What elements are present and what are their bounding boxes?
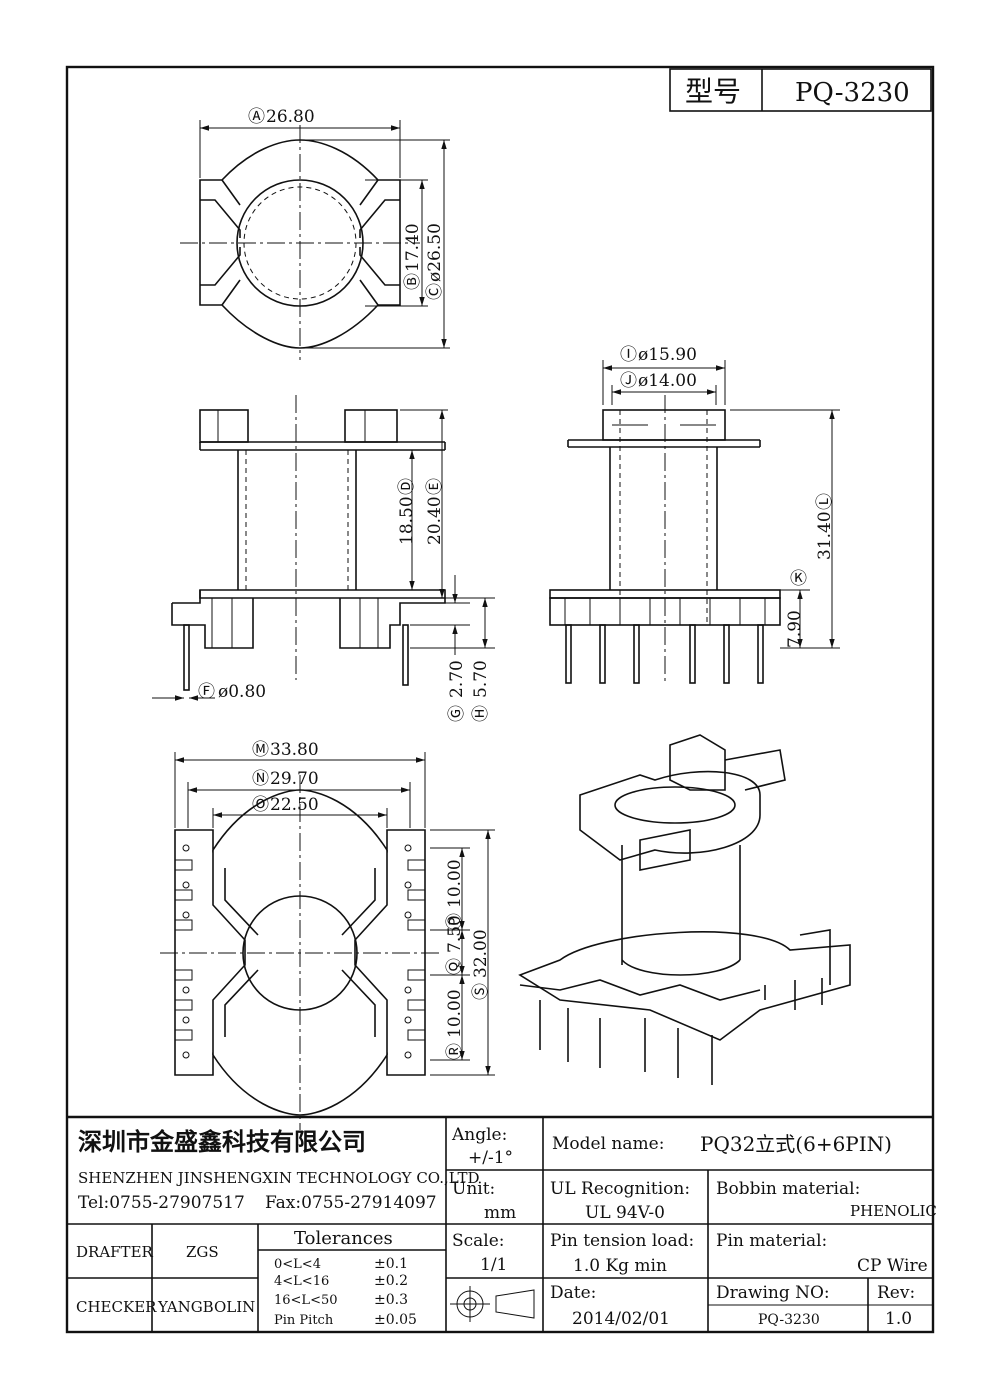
- dim-G-tag: Ⓖ: [447, 705, 467, 722]
- tol-range-3: 16<L<50: [274, 1293, 338, 1308]
- dim-K: 7.90: [785, 610, 805, 648]
- rev-value: 1.0: [885, 1309, 912, 1329]
- front-view: 18.50 Ⓓ 20.40 Ⓔ Ⓖ 2.70 Ⓗ 5.70 Ⓕ ø0.80: [152, 395, 495, 722]
- dim-L: 31.40: [815, 511, 835, 560]
- title-block: 深圳市金盛鑫科技有限公司 SHENZHEN JINSHENGXIN TECHNO…: [67, 1115, 937, 1332]
- dim-R-tag: Ⓡ: [445, 1043, 465, 1060]
- dim-M-tag: Ⓜ: [252, 740, 269, 760]
- checker-label: CHECKER: [76, 1298, 157, 1316]
- date-label: Date:: [550, 1283, 596, 1303]
- tolerances-title: Tolerances: [294, 1228, 393, 1249]
- tol-value-1: ±0.1: [374, 1256, 408, 1272]
- dim-N-tag: Ⓝ: [252, 769, 269, 789]
- isometric-view: [518, 734, 851, 1085]
- unit-value: mm: [484, 1203, 516, 1223]
- tol-value-2: ±0.2: [374, 1273, 408, 1289]
- projection-symbol-icon: [450, 1286, 535, 1322]
- pin-tension-label: Pin tension load:: [550, 1231, 694, 1251]
- scale-label: Scale:: [452, 1231, 505, 1251]
- bottom-view: Ⓜ 33.80 Ⓝ 29.70 Ⓞ 22.50 Ⓟ 10.00 Ⓠ 7.50 Ⓡ…: [160, 740, 495, 1130]
- date-value: 2014/02/01: [572, 1309, 670, 1329]
- dim-Q: 7.50: [445, 915, 465, 953]
- company-fax: Fax:0755-27914097: [265, 1193, 437, 1213]
- dim-I-tag: Ⓘ: [620, 345, 637, 365]
- drafter-label: DRAFTER: [76, 1243, 154, 1261]
- top-view: Ⓐ 26.80 Ⓑ 17.40 Ⓒ ø26.50: [180, 107, 450, 360]
- ul-value: UL 94V-0: [585, 1203, 665, 1223]
- dim-H-tag: Ⓗ: [471, 705, 491, 722]
- drafter-value: ZGS: [186, 1243, 219, 1261]
- dim-G: 2.70: [447, 660, 467, 698]
- dim-H: 5.70: [471, 660, 491, 698]
- drawing-no-label: Drawing NO:: [716, 1283, 830, 1303]
- dim-F-tag: Ⓕ: [198, 682, 215, 702]
- dim-N: 29.70: [270, 769, 319, 789]
- company-tel: Tel:0755-27907517: [78, 1193, 245, 1213]
- tol-range-1: 0<L<4: [274, 1257, 321, 1272]
- dim-P: 10.00: [445, 859, 465, 908]
- scale-value: 1/1: [480, 1255, 507, 1275]
- dim-I: ø15.90: [638, 345, 697, 365]
- dim-D: 18.50: [397, 496, 417, 545]
- dim-O-tag: Ⓞ: [252, 795, 269, 815]
- pin-material-value: CP Wire: [857, 1256, 928, 1276]
- company-name-en: SHENZHEN JINSHENGXIN TECHNOLOGY CO.,LTD: [78, 1169, 480, 1187]
- ul-label: UL Recognition:: [550, 1179, 690, 1199]
- checker-value: YANGBOLIN: [157, 1298, 255, 1316]
- dim-D-tag: Ⓓ: [397, 478, 417, 495]
- drawing-border: [65, 65, 935, 1334]
- dim-J: ø14.00: [638, 371, 697, 391]
- unit-label: Unit:: [452, 1179, 495, 1199]
- rev-label: Rev:: [877, 1283, 915, 1303]
- angle-label: Angle:: [451, 1125, 507, 1145]
- pin-tension-value: 1.0 Kg min: [573, 1256, 667, 1276]
- tol-range-2: 4<L<16: [274, 1274, 329, 1289]
- company-name-cn: 深圳市金盛鑫科技有限公司: [78, 1127, 366, 1156]
- model-number: PQ-3230: [795, 78, 910, 108]
- dim-S: 32.00: [471, 929, 491, 978]
- dim-E-tag: Ⓔ: [425, 478, 445, 495]
- model-name-value: PQ32立式(6+6PIN): [700, 1132, 892, 1156]
- dim-F: ø0.80: [218, 682, 266, 702]
- dim-B: 17.40: [403, 223, 423, 272]
- dim-C-tag: Ⓒ: [425, 283, 445, 300]
- dim-A-tag: Ⓐ: [248, 107, 265, 127]
- tol-value-3: ±0.3: [374, 1292, 408, 1308]
- dim-P-tag: Ⓟ: [445, 913, 465, 930]
- tol-range-4: Pin Pitch: [274, 1313, 334, 1328]
- dim-B-tag: Ⓑ: [403, 273, 423, 290]
- dim-L-tag: Ⓛ: [815, 493, 835, 510]
- dim-O: 22.50: [270, 795, 319, 815]
- bobbin-material-label: Bobbin material:: [716, 1179, 860, 1199]
- dim-J-tag: Ⓙ: [620, 371, 637, 391]
- dim-A: 26.80: [266, 107, 315, 127]
- dim-K-tag: Ⓚ: [790, 569, 807, 589]
- dim-Q-tag: Ⓠ: [445, 958, 465, 975]
- model-name-label: Model name:: [552, 1134, 664, 1154]
- model-number-box: 型号 PQ-3230: [669, 68, 932, 112]
- dim-S-tag: Ⓢ: [471, 983, 491, 1000]
- model-label: 型号: [685, 75, 741, 108]
- angle-value: +/-1°: [468, 1148, 513, 1168]
- side-view: Ⓘ ø15.90 Ⓙ ø14.00 31.40 Ⓛ Ⓚ 7.90: [549, 345, 840, 685]
- bobbin-material-value: PHENOLIC: [850, 1202, 937, 1220]
- dim-C: ø26.50: [425, 223, 445, 282]
- dim-E: 20.40: [425, 496, 445, 545]
- dim-R: 10.00: [445, 989, 465, 1038]
- tol-value-4: ±0.05: [374, 1312, 417, 1328]
- pin-material-label: Pin material:: [716, 1231, 827, 1251]
- drawing-no-value: PQ-3230: [758, 1312, 820, 1328]
- dim-M: 33.80: [270, 740, 319, 760]
